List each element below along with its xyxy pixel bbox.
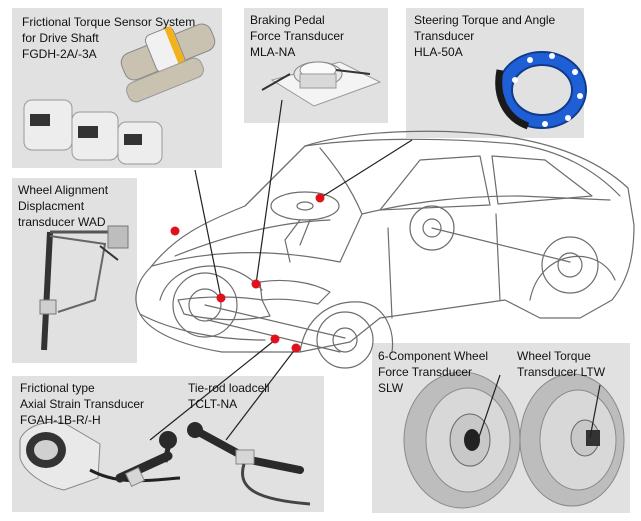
leader-lines xyxy=(149,99,601,441)
panel-fgdh-line-1: Frictional Torque Sensor System xyxy=(22,15,195,29)
panel-hla-label: Steering Torque and Angle Transducer HLA… xyxy=(414,13,556,59)
panel-tclt-label: Tie-rod loadcell TCLT-NA xyxy=(188,381,270,411)
fgdh-product-illustration xyxy=(23,23,216,165)
panel-fgah-line-3: FGAH-1B-R/-H xyxy=(20,413,101,427)
panel-hla-line-1: Steering Torque and Angle xyxy=(414,13,556,27)
wad-product-illustration xyxy=(39,225,129,351)
fgah-product-illustration xyxy=(19,421,311,506)
leader-mla xyxy=(255,99,283,285)
panel-fgdh-line-3: FGDH-2A/-3A xyxy=(22,47,97,61)
panel-slw-label: 6-Component Wheel Force Transducer SLW xyxy=(378,349,488,395)
panel-wad-line-2: Displacment xyxy=(18,199,85,213)
panel-mla-line-1: Braking Pedal xyxy=(250,13,325,27)
sensor-location-marker-icon xyxy=(170,226,180,236)
ltw-product-illustration xyxy=(519,373,625,507)
leader-fgah xyxy=(149,339,276,441)
car-outline-icon xyxy=(135,130,635,369)
panel-mla-line-3: MLA-NA xyxy=(250,45,295,59)
sensor-location-marker-icon xyxy=(251,279,261,289)
panel-wad-bg xyxy=(12,178,137,363)
panel-fgah-line-2: Axial Strain Transducer xyxy=(20,397,144,411)
panel-fgdh-line-2: for Drive Shaft xyxy=(22,31,99,45)
panel-ltw-label: Wheel Torque Transducer LTW xyxy=(517,349,606,379)
slw-product-illustration xyxy=(403,371,521,509)
panel-slw-line-1: 6-Component Wheel xyxy=(378,349,488,363)
panel-wad-label: Wheel Alignment Displacment transducer W… xyxy=(18,183,109,229)
leader-tclt xyxy=(225,347,297,441)
panel-slw-line-2: Force Transducer xyxy=(378,365,472,379)
panel-tclt-line-2: TCLT-NA xyxy=(188,397,237,411)
panel-hla-line-2: Transducer xyxy=(414,29,474,43)
panel-mla-label: Braking Pedal Force Transducer MLA-NA xyxy=(250,13,344,59)
panel-fgah-label: Frictional type Axial Strain Transducer … xyxy=(20,381,144,427)
panel-fgdh-label: Frictional Torque Sensor System for Driv… xyxy=(22,15,195,61)
sensor-location-marker-icon xyxy=(315,193,325,203)
panel-wad-line-1: Wheel Alignment xyxy=(18,183,109,197)
panel-slw-line-3: SLW xyxy=(378,381,404,395)
leader-ltw xyxy=(589,384,601,439)
mla-product-illustration xyxy=(261,61,382,107)
panel-fgah-line-1: Frictional type xyxy=(20,381,95,395)
leader-fgdh xyxy=(194,169,222,299)
hla-product-illustration xyxy=(495,51,587,130)
leader-slw xyxy=(477,374,501,441)
sensor-location-marker-icon xyxy=(216,293,226,303)
panel-hla-line-3: HLA-50A xyxy=(414,45,463,59)
panel-mla-line-2: Force Transducer xyxy=(250,29,344,43)
markers xyxy=(170,193,325,353)
panel-tclt-line-1: Tie-rod loadcell xyxy=(188,381,270,395)
leader-hla xyxy=(319,139,413,199)
panel-ltw-line-2: Transducer LTW xyxy=(517,365,606,379)
sensor-location-marker-icon xyxy=(270,334,280,344)
panel-wad-line-3: transducer WAD xyxy=(18,215,106,229)
sensor-location-marker-icon xyxy=(291,343,301,353)
panel-ltw-line-1: Wheel Torque xyxy=(517,349,591,363)
